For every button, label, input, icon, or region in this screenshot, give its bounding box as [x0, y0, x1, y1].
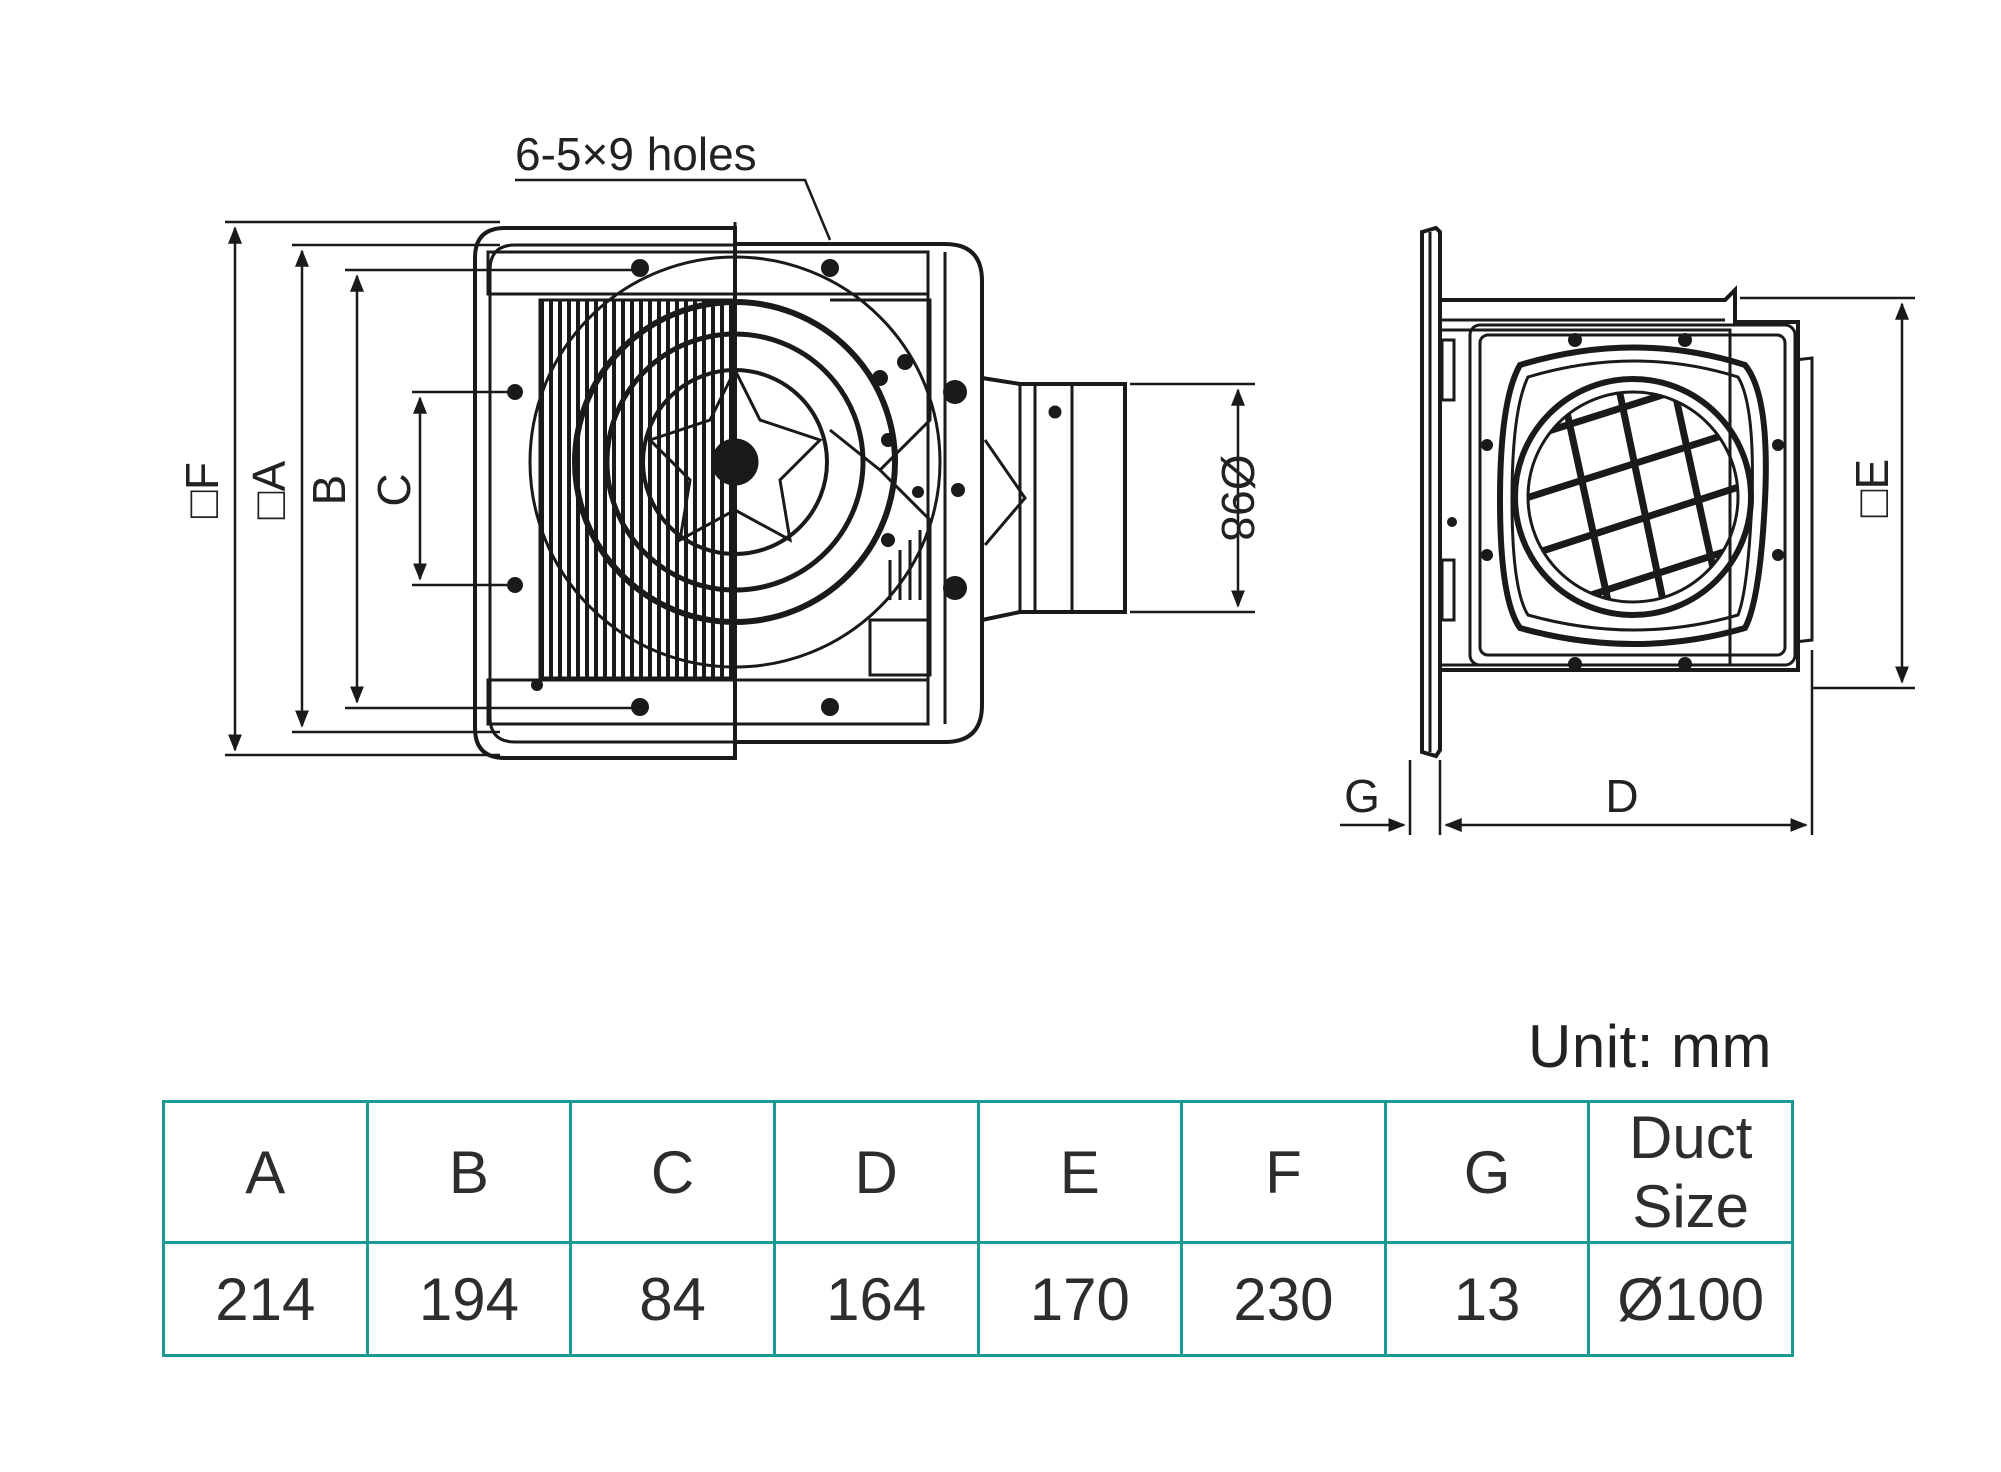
dim-label-B: B — [303, 475, 355, 506]
front-dimensions — [225, 178, 1255, 757]
side-body — [1440, 285, 1800, 672]
table-header-cell: F — [1180, 1100, 1387, 1244]
front-outer-frame — [473, 226, 737, 760]
table-value-cell: 170 — [976, 1241, 1184, 1357]
side-flange — [1420, 225, 1442, 759]
table-value-cell: 84 — [569, 1241, 776, 1357]
side-view — [1420, 225, 1814, 759]
table-value-cell: 194 — [365, 1241, 573, 1357]
table-header-cell: E — [976, 1100, 1184, 1244]
side-labels: □E G D — [1344, 459, 1898, 822]
table-header-cell: D — [772, 1100, 980, 1244]
table-header-cell: B — [365, 1100, 573, 1244]
table-header-row: A B C D E F G Duct Size — [162, 1100, 1794, 1244]
dim-label-A: □A — [243, 460, 295, 519]
housing-body — [735, 242, 984, 744]
table-value-cell: 13 — [1383, 1241, 1591, 1357]
dim-label-F: □F — [176, 462, 228, 518]
side-holes — [1447, 333, 1784, 671]
housing-bottom-band — [486, 678, 930, 726]
table-header-cell: Duct Size — [1587, 1100, 1794, 1244]
front-inner-frame — [488, 243, 737, 744]
front-labels: 6-5×9 holes □F □A B C Ø98 — [176, 128, 1264, 541]
grille — [540, 300, 735, 678]
table-header-cell: G — [1383, 1100, 1591, 1244]
dim-label-D: D — [1605, 770, 1638, 822]
hole-label: 6-5×9 holes — [515, 128, 757, 180]
side-dimensions — [1340, 296, 1915, 835]
dimension-table: A B C D E F G Duct Size 214 194 84 164 1… — [162, 1100, 1794, 1357]
dim-label-G: G — [1344, 770, 1380, 822]
table-value-cell: 164 — [772, 1241, 980, 1357]
dim-label-C: C — [368, 473, 420, 506]
table-value-cell: Ø100 — [1587, 1241, 1794, 1357]
side-damper — [1512, 376, 1754, 618]
table-row: 214 194 84 164 170 230 13 Ø100 — [162, 1241, 1794, 1357]
duct-spigot — [981, 376, 1127, 622]
dim-label-E: □E — [1846, 459, 1898, 517]
front-view — [473, 222, 1127, 760]
table-value-cell: 214 — [162, 1241, 369, 1357]
side-square-plate — [1468, 323, 1797, 667]
dim-label-duct: Ø98 — [1212, 455, 1264, 542]
table-header-cell: A — [162, 1100, 369, 1244]
table-header-cell: C — [569, 1100, 776, 1244]
unit-label: Unit: mm — [1528, 1013, 1772, 1080]
table-value-cell: 230 — [1180, 1241, 1387, 1357]
